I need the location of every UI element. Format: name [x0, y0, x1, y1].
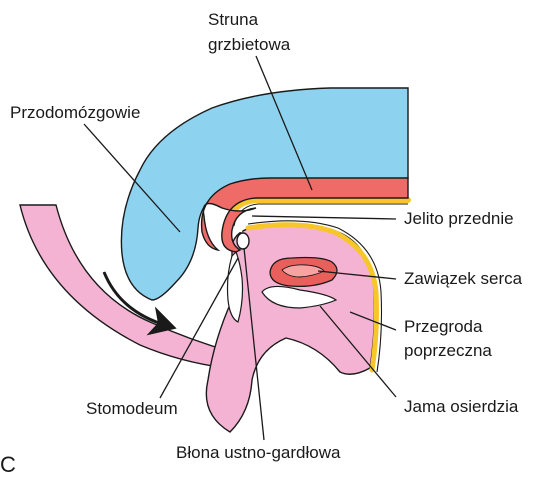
label-notochord-line2: grzbietowa: [208, 35, 291, 54]
label-septum-line1: Przegroda: [404, 317, 483, 336]
panel-letter: C: [0, 452, 16, 477]
label-septum-line2: poprzeczna: [404, 341, 492, 360]
oropharyngeal-membrane: [237, 233, 249, 249]
label-oropharyngeal-membrane: Błona ustno-gardłowa: [176, 443, 341, 462]
label-notochord-line1: Struna: [208, 10, 259, 29]
label-pericardial-cavity: Jama osierdzia: [404, 397, 519, 416]
label-heart-primordium: Zawiązek serca: [404, 269, 523, 288]
leader-foregut: [252, 216, 396, 219]
label-stomodeum: Stomodeum: [86, 399, 178, 418]
label-foregut: Jelito przednie: [404, 209, 514, 228]
label-forebrain: Przodomózgowie: [10, 103, 140, 122]
